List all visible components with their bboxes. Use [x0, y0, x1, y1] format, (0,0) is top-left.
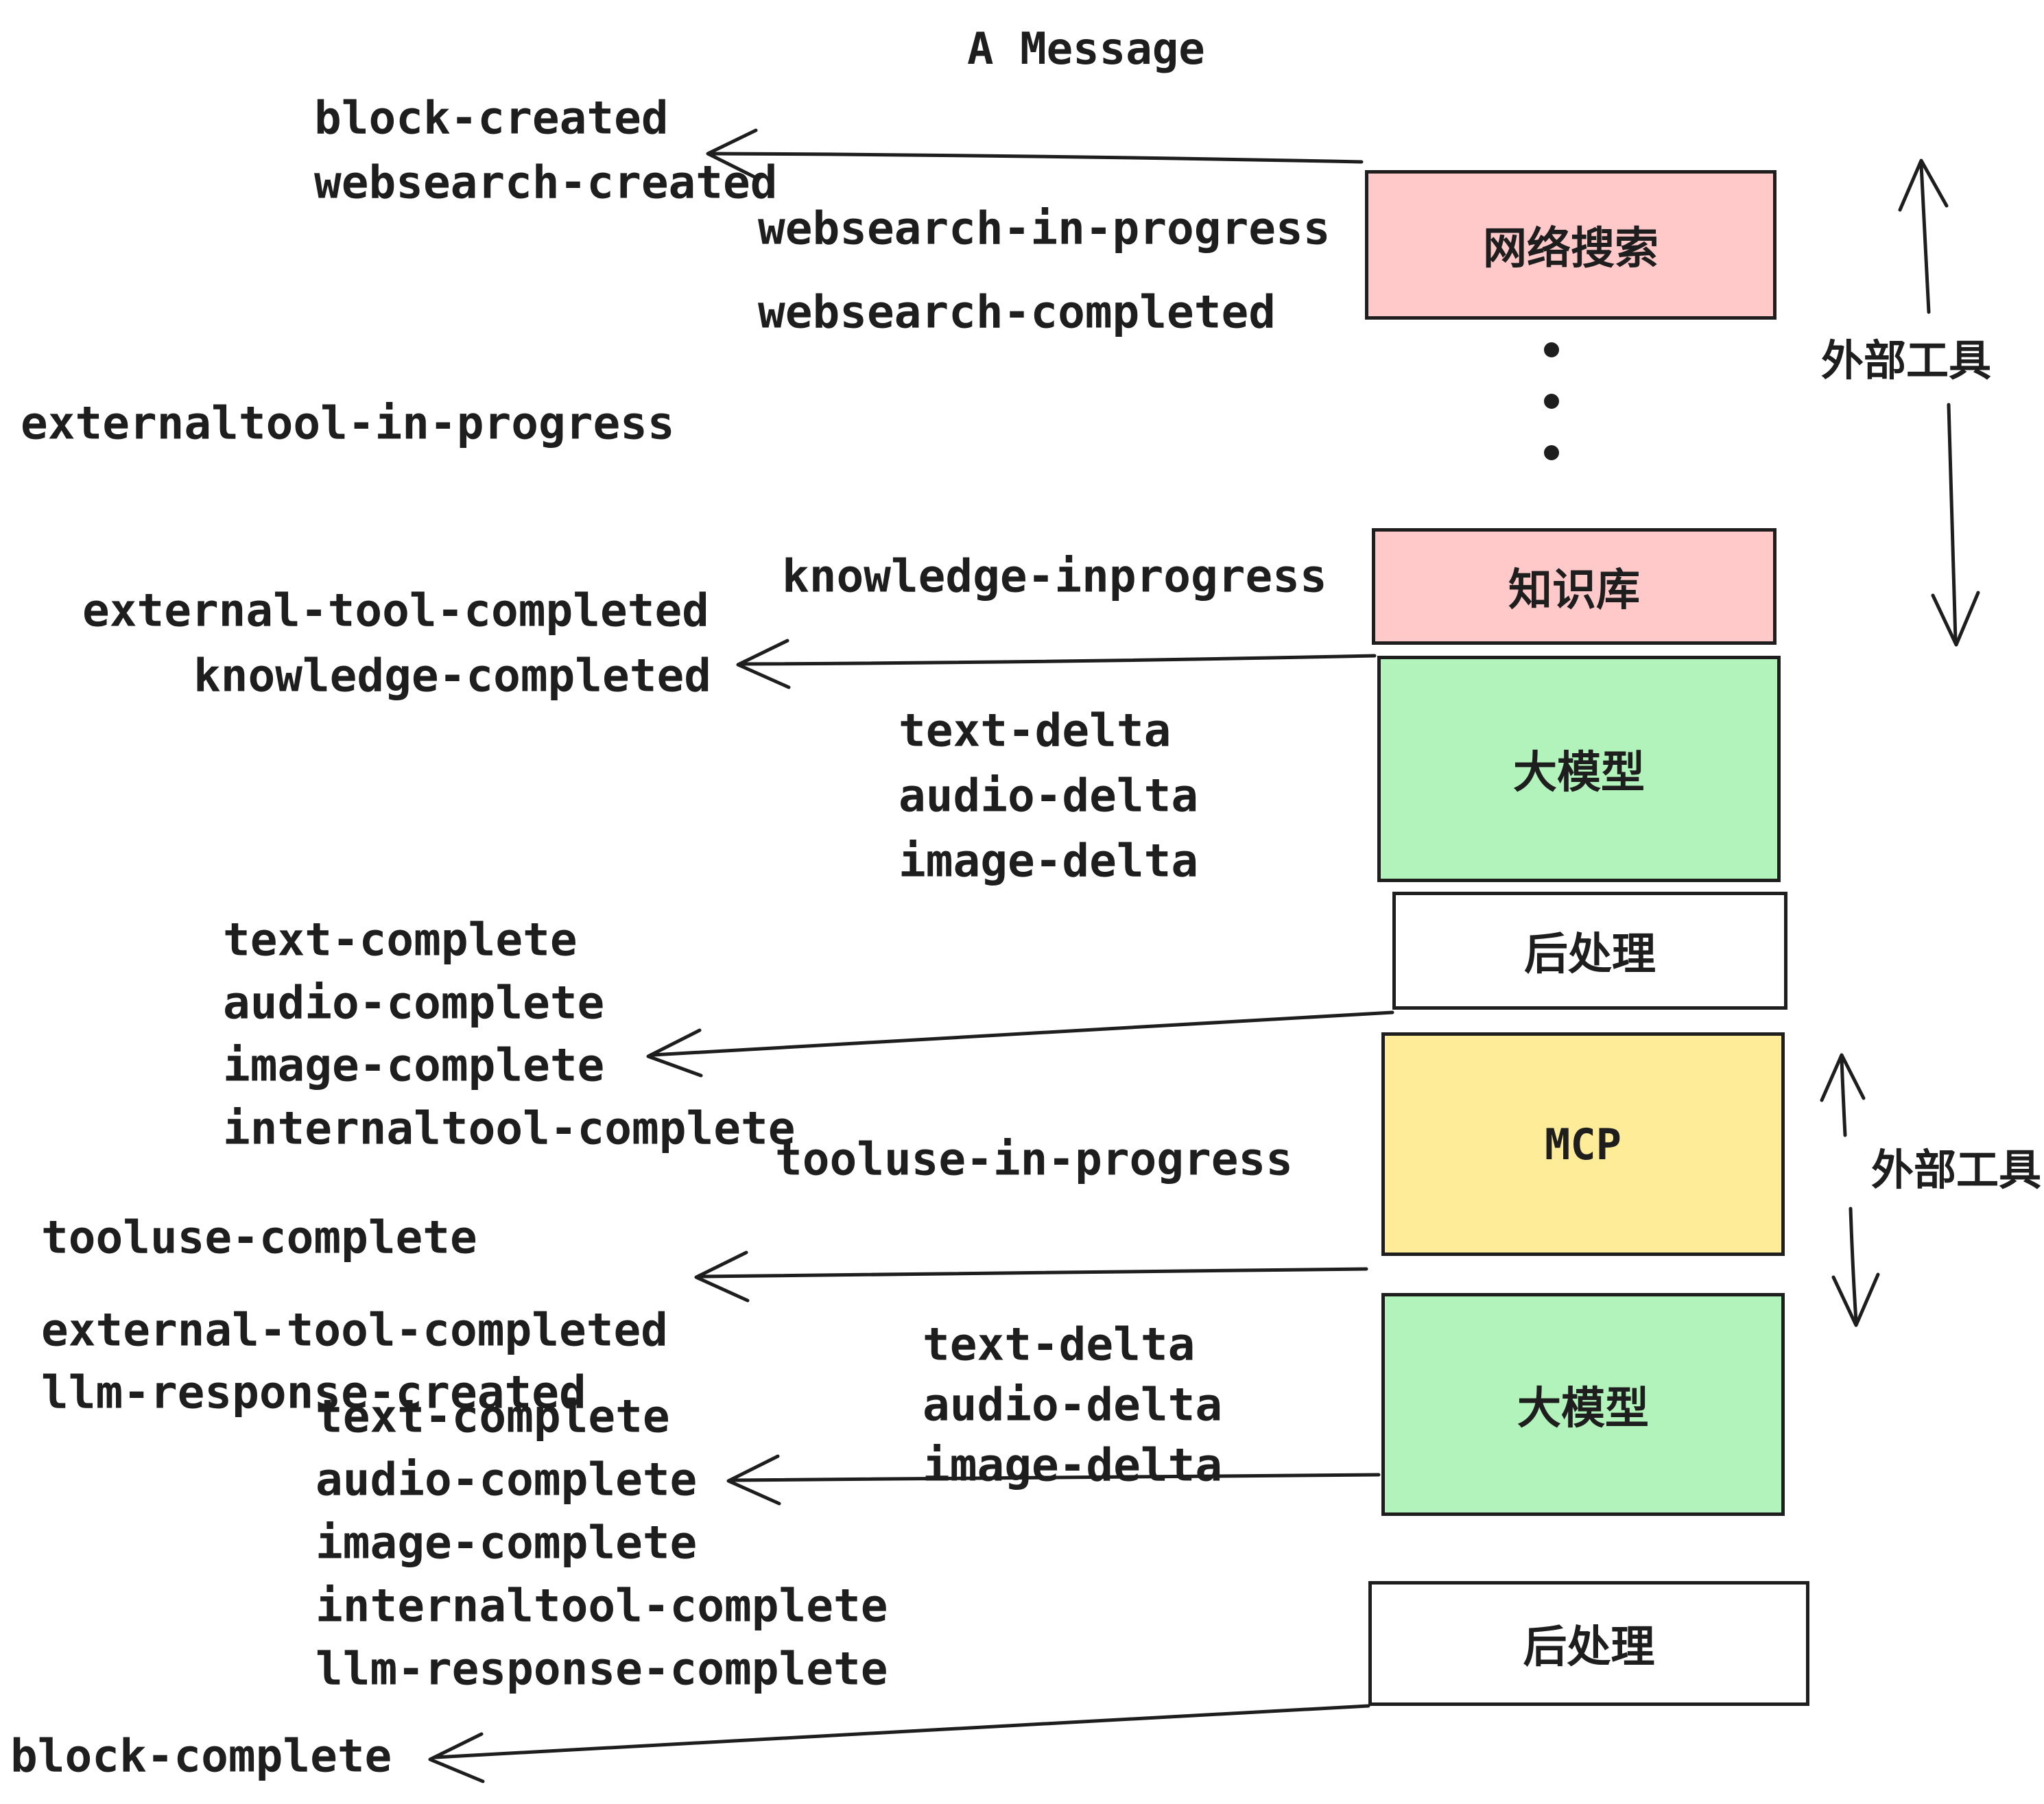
vertical-ellipsis-dot	[1544, 342, 1559, 357]
arrow-to-block-created-icon	[706, 128, 1364, 180]
box-post-1: 后处理	[1392, 892, 1787, 1010]
event-label-llm-response-created: llm-response-created	[41, 1366, 586, 1419]
event-label-audio-delta-1: audio-delta	[899, 769, 1199, 822]
box-post-2: 后处理	[1368, 1581, 1809, 1706]
event-label-externaltool-in-progress: externaltool-in-progress	[21, 396, 675, 450]
diagram-title: A Message	[967, 24, 1205, 75]
event-label-audio-complete-2: audio-complete	[316, 1453, 698, 1506]
event-label-tooluse-complete: tooluse-complete	[41, 1211, 477, 1264]
event-label-knowledge-completed: knowledge-completed	[193, 649, 711, 702]
event-label-block-complete: block-complete	[10, 1729, 392, 1783]
event-label-knowledge-inprogress: knowledge-inprogress	[782, 549, 1327, 603]
event-label-image-delta-1: image-delta	[899, 834, 1199, 888]
arrow-to-block-complete-icon	[428, 1704, 1370, 1783]
event-label-text-complete-2: text-complete	[316, 1390, 670, 1443]
box-llm-2: 大模型	[1381, 1293, 1785, 1516]
arrow-to-tooluse-complete-icon	[694, 1250, 1368, 1303]
box-mcp: MCP	[1381, 1032, 1785, 1256]
event-label-text-delta-2: text-delta	[923, 1318, 1196, 1371]
event-label-llm-response-complete: llm-response-complete	[316, 1642, 888, 1696]
box-knowledge-label: 知识库	[1508, 565, 1640, 616]
box-llm-1-label: 大模型	[1513, 748, 1645, 798]
event-label-external-tool-completed-2: external-tool-completed	[41, 1303, 668, 1357]
event-label-image-delta-2: image-delta	[923, 1438, 1223, 1492]
external-tools-label-bottom: 外部工具	[1871, 1145, 2042, 1195]
event-label-internaltool-complete-2: internaltool-complete	[316, 1579, 888, 1633]
vertical-ellipsis-dot	[1544, 445, 1559, 460]
external-tools-up-arrow-bottom-icon	[1820, 1053, 1866, 1137]
event-label-websearch-in-progress: websearch-in-progress	[758, 202, 1331, 255]
box-post-1-label: 后处理	[1524, 929, 1656, 980]
arrow-to-image-complete-icon	[646, 1010, 1394, 1078]
event-label-websearch-completed: websearch-completed	[758, 285, 1276, 339]
event-label-tooluse-in-progress: tooluse-in-progress	[775, 1132, 1293, 1186]
arrow-to-knowledge-completed-icon	[736, 639, 1377, 689]
external-tools-up-arrow-top-icon	[1898, 158, 1949, 314]
event-label-websearch-created: websearch-created	[314, 156, 778, 209]
event-label-audio-delta-2: audio-delta	[923, 1378, 1223, 1432]
box-websearch-label: 网络搜索	[1483, 224, 1659, 274]
event-label-image-complete-2: image-complete	[316, 1516, 698, 1569]
external-tools-down-arrow-top-icon	[1931, 403, 1980, 647]
event-label-text-complete-1: text-complete	[223, 913, 578, 966]
event-label-image-complete-1: image-complete	[223, 1039, 605, 1092]
box-llm-2-label: 大模型	[1517, 1383, 1649, 1434]
event-label-audio-complete-1: audio-complete	[223, 976, 605, 1030]
event-label-external-tool-completed-1: external-tool-completed	[82, 584, 709, 637]
box-knowledge: 知识库	[1372, 528, 1776, 645]
external-tools-label-top: 外部工具	[1821, 335, 1992, 385]
external-tools-down-arrow-bottom-icon	[1831, 1207, 1880, 1327]
box-mcp-label: MCP	[1545, 1119, 1621, 1170]
event-label-internaltool-complete-1: internaltool-complete	[223, 1102, 796, 1155]
event-label-block-created: block-created	[314, 91, 669, 145]
vertical-ellipsis-dot	[1544, 394, 1559, 409]
event-label-text-delta-1: text-delta	[899, 704, 1172, 757]
box-llm-1: 大模型	[1377, 656, 1781, 882]
box-post-2-label: 后处理	[1523, 1622, 1655, 1673]
box-websearch: 网络搜索	[1365, 170, 1776, 320]
